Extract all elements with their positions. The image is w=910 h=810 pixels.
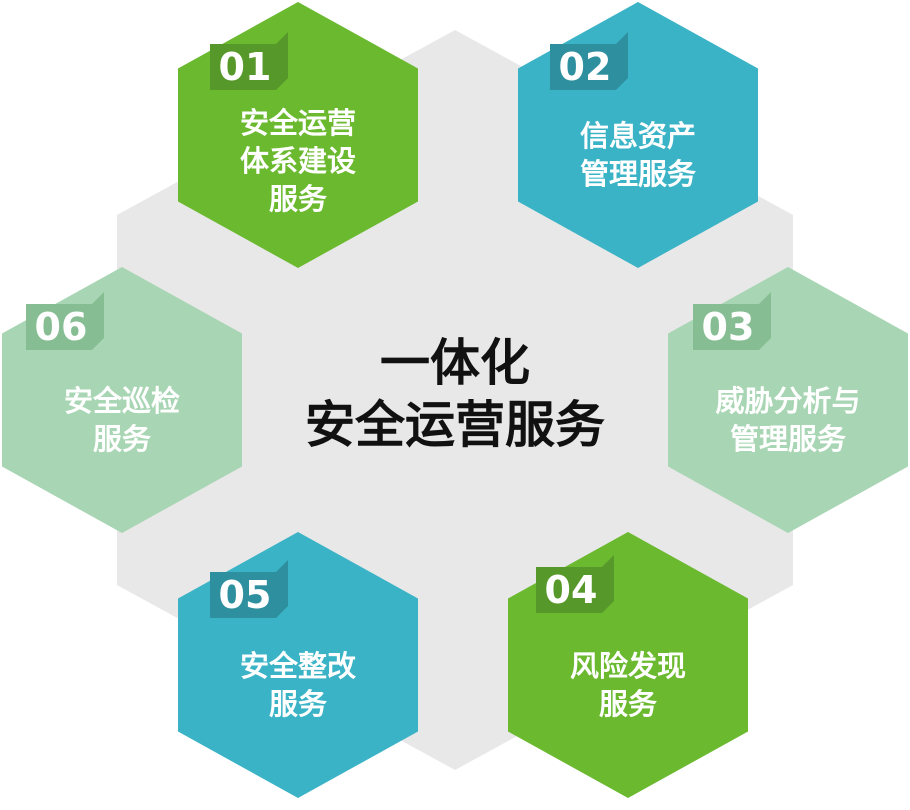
- hexagon-item-03: 03: [668, 267, 908, 533]
- hexagon-label-line: 体系建设: [239, 144, 356, 178]
- hexagon-label-02: 信息资产管理服务: [538, 117, 738, 193]
- hexagon-label-line: 安全巡检: [63, 384, 180, 418]
- number-tab: [210, 560, 288, 618]
- hexagon-label-line: 安全整改: [239, 649, 356, 683]
- hexagon-label-04: 风险发现服务: [528, 647, 728, 723]
- hexagon-label-line: 管理服务: [729, 422, 846, 456]
- hexagon-number: 04: [545, 568, 598, 612]
- hexagon-item-04: 04: [508, 532, 748, 798]
- hexagon-number: 03: [702, 305, 755, 349]
- hexagon-item-01: 01: [178, 2, 418, 268]
- hexagon-label-06: 安全巡检服务: [22, 382, 222, 458]
- number-tab: [26, 292, 104, 350]
- hexagon-label-01: 安全运营体系建设服务: [198, 104, 398, 218]
- hexagon-label-line: 管理服务: [579, 157, 696, 191]
- hexagon-number: 06: [35, 305, 88, 349]
- hexagon-item-05: 05: [178, 532, 418, 798]
- number-tab: [536, 555, 614, 613]
- number-tab: [550, 32, 628, 90]
- hexagon-label-line: 服务: [92, 422, 151, 456]
- center-title: 一体化 安全运营服务: [255, 332, 655, 456]
- hexagon-number: 05: [219, 573, 272, 617]
- hexagon-number: 01: [219, 45, 272, 89]
- hexagon-number: 02: [559, 45, 612, 89]
- hexagon-label-line: 服务: [268, 182, 327, 216]
- hexagon-label-line: 服务: [268, 687, 327, 721]
- center-title-line1: 一体化: [380, 334, 530, 392]
- hexagon-label-line: 安全运营: [239, 106, 356, 140]
- hexagon-label-line: 服务: [598, 687, 657, 721]
- hexagon-label-line: 威胁分析与: [715, 384, 861, 418]
- center-title-line2: 安全运营服务: [305, 396, 605, 454]
- hexagon-item-06: 06: [2, 267, 242, 533]
- hexagon-item-02: 02: [518, 2, 758, 268]
- hexagon-label-05: 安全整改服务: [198, 647, 398, 723]
- number-tab: [693, 292, 771, 350]
- hexagon-label-line: 风险发现: [569, 649, 686, 683]
- hexagon-label-03: 威胁分析与管理服务: [688, 382, 888, 458]
- hexagon-label-line: 信息资产: [579, 119, 696, 153]
- number-tab: [210, 32, 288, 90]
